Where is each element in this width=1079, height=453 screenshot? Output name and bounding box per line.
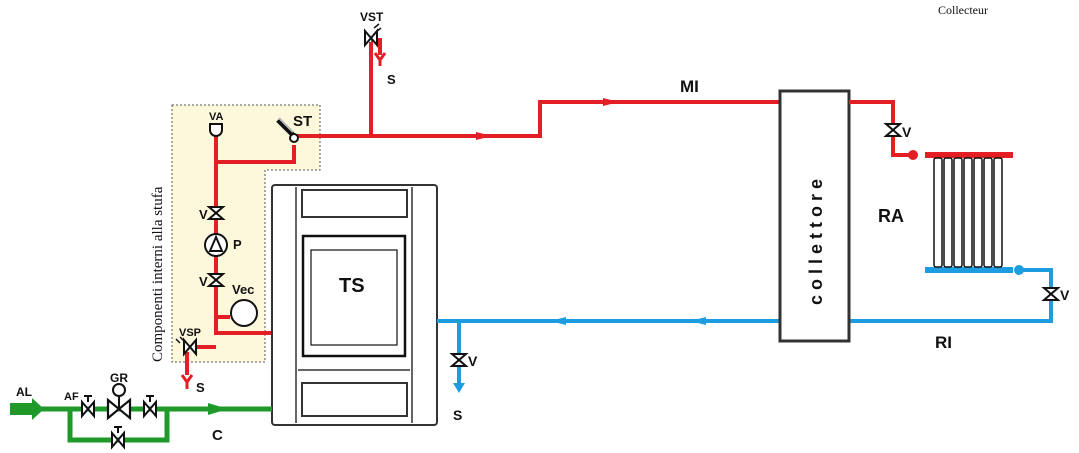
arrow-icon <box>690 317 706 325</box>
s-vsp-label: S <box>196 380 205 395</box>
internal-components-box <box>171 104 321 363</box>
stove <box>271 184 438 426</box>
s-top-label: S <box>387 72 396 87</box>
safety-valve-icon <box>364 23 382 46</box>
valve-icon <box>451 353 467 367</box>
arrow-icon <box>550 317 566 325</box>
p-label: P <box>233 237 242 252</box>
pump-icon <box>204 233 228 257</box>
air-vent-icon <box>209 123 223 137</box>
al-label: AL <box>16 385 32 399</box>
drain-icon <box>373 52 387 66</box>
vst-label: VST <box>360 10 384 24</box>
corner-label: Collecteur <box>938 3 988 17</box>
arrow-icon <box>603 98 619 106</box>
internal-vertical-pipe <box>214 135 272 335</box>
va-label: VA <box>209 111 224 123</box>
v-top-right-label: V <box>902 124 912 140</box>
arrow-icon <box>476 132 492 140</box>
internal-supply-pipe <box>216 145 296 164</box>
expansion-vessel-icon <box>230 299 258 327</box>
safety-valve-icon <box>175 336 197 355</box>
drain-icon <box>180 374 194 389</box>
collector <box>778 89 851 343</box>
af-label: AF <box>64 391 79 403</box>
vec-label: Vec <box>232 282 254 297</box>
drain-icon <box>453 383 465 393</box>
arrow-icon <box>208 403 228 415</box>
v-drain-label: V <box>468 353 478 369</box>
c-label: C <box>212 427 223 444</box>
st-label: ST <box>293 113 312 130</box>
v-right-label: V <box>1060 287 1070 303</box>
radiator-icon <box>925 152 1013 273</box>
thermostat-sensor-icon <box>276 117 299 143</box>
mi-label: MI <box>680 77 699 96</box>
valve-icon <box>111 426 125 448</box>
ri-label: RI <box>935 333 952 352</box>
s-drain-label: S <box>453 407 462 423</box>
valve-icon <box>143 395 157 417</box>
pressure-reducer-icon <box>106 383 132 421</box>
gr-label: GR <box>110 371 128 385</box>
v-internal-bottom-label: V <box>199 274 208 289</box>
v-internal-top-label: V <box>199 207 208 222</box>
valve-icon <box>81 395 95 417</box>
radiator-outlet <box>1014 265 1024 275</box>
valve-icon <box>885 123 901 137</box>
supply-pipe-main <box>294 100 780 138</box>
radiator-inlet <box>908 150 918 160</box>
ts-label: TS <box>339 275 365 297</box>
valve-icon <box>1043 287 1059 301</box>
arrow-icon <box>10 398 44 420</box>
ra-label: RA <box>878 206 904 226</box>
internal-box-label: Componenti interni alla stufa <box>150 186 166 362</box>
vsp-label: VSP <box>179 327 201 339</box>
collector-label: c o l l e t t o r e <box>806 179 826 305</box>
return-pipe-right <box>849 268 1053 323</box>
